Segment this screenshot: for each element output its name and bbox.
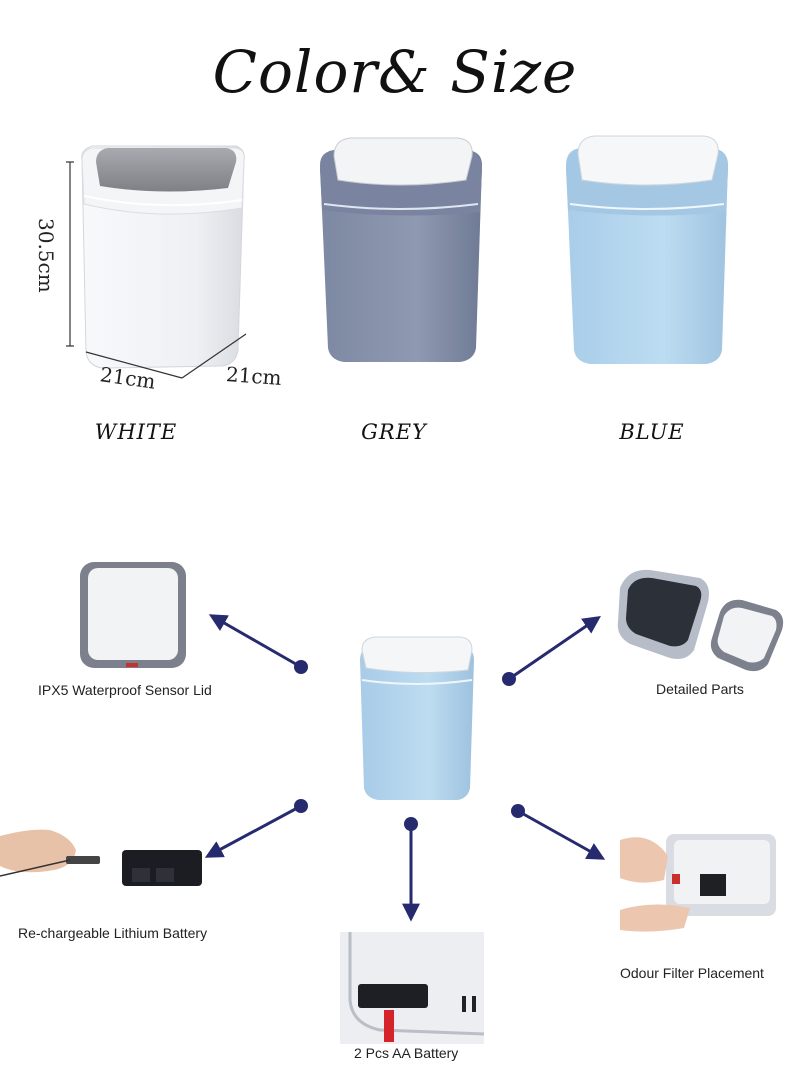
lithium-battery-image xyxy=(0,829,202,886)
center-blue-bin xyxy=(360,636,474,800)
feature-diagram xyxy=(0,562,784,1044)
sensor-lid-image xyxy=(80,562,186,668)
caption-sensor-lid: IPX5 Waterproof Sensor Lid xyxy=(38,682,212,698)
grey-bin xyxy=(320,137,482,362)
width-side-dimension: 21cm xyxy=(225,362,283,390)
caption-lithium-battery: Re-chargeable Lithium Battery xyxy=(18,925,208,941)
caption-odour-filter: Odour Filter Placement xyxy=(620,965,764,981)
height-dimension: 30.5cm xyxy=(34,218,58,293)
color-label-blue: BLUE xyxy=(619,420,685,444)
feature-arrows xyxy=(204,614,606,922)
caption-detailed-parts: Detailed Parts xyxy=(656,681,744,697)
color-label-grey: GREY xyxy=(361,420,427,444)
blue-bin xyxy=(566,135,728,364)
caption-aa-battery: 2 Pcs AA Battery xyxy=(354,1045,459,1061)
dimension-lines xyxy=(66,161,247,379)
detailed-parts-image xyxy=(617,569,784,672)
odour-filter-image xyxy=(620,834,776,932)
color-variants xyxy=(66,135,728,379)
white-bin xyxy=(81,145,245,369)
page-title: Color& Size xyxy=(212,38,578,106)
color-label-white: WHITE xyxy=(94,420,178,444)
aa-battery-image xyxy=(340,932,485,1044)
